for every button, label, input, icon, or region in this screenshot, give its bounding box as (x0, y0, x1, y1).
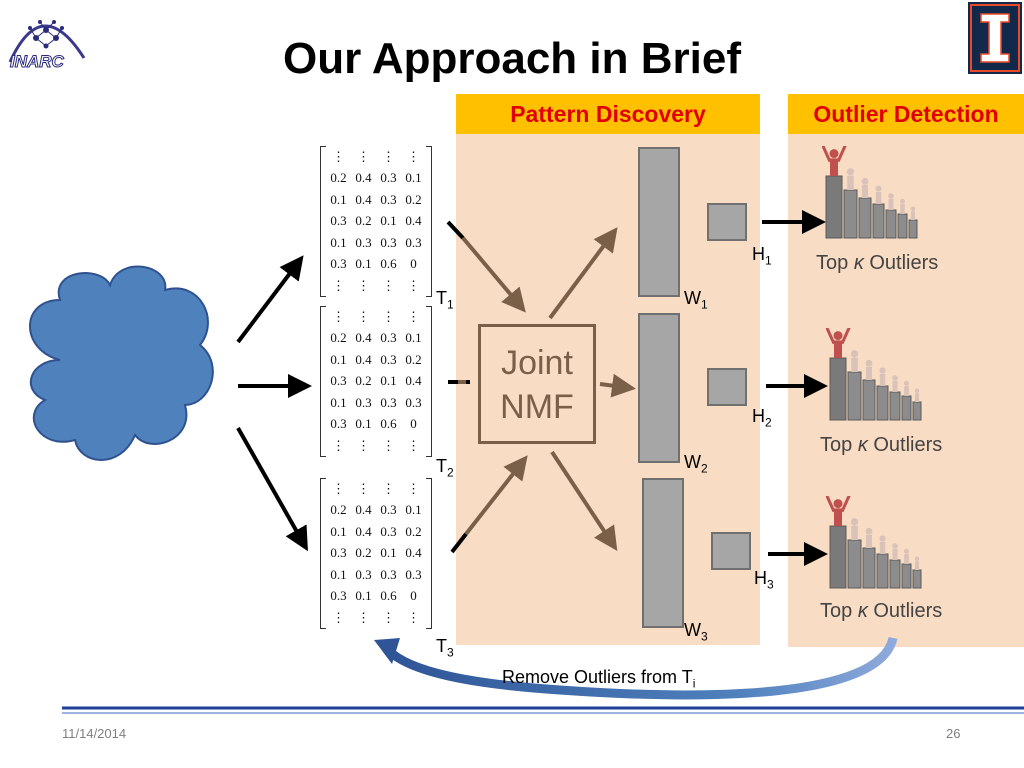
nmf-line1: Joint (501, 344, 573, 382)
label-t1: T1 (436, 288, 454, 312)
outlier-figures-icon-1 (821, 144, 938, 247)
page-title: Our Approach in Brief (283, 34, 741, 83)
logo-text: INARC (10, 52, 65, 72)
label-h2: H2 (752, 406, 772, 430)
footer-date: 11/14/2014 (62, 726, 127, 741)
top-outliers-label-2: Top κ Outliers (820, 434, 943, 456)
top-outliers-label-1: Top κ Outliers (816, 252, 939, 274)
label-w3: W3 (684, 620, 708, 644)
h2-square (707, 368, 747, 406)
arrow-to-t1 (236, 255, 304, 344)
illinois-logo (968, 2, 1022, 74)
outlier-figures-icon-3 (825, 494, 942, 597)
top-outliers-label-3: Top κ Outliers (820, 600, 943, 622)
w1-bar (638, 147, 680, 297)
outlier-figures-icon-2 (825, 326, 942, 429)
remove-outliers-label: Remove Outliers from Ti (502, 667, 696, 691)
arrow-to-t3 (236, 427, 308, 552)
outlier-detection-header: Outlier Detection (788, 94, 1024, 134)
footer-page-number: 26 (946, 726, 961, 741)
feedback-arrow (384, 636, 898, 700)
label-t3: T3 (436, 636, 454, 660)
label-h1: H1 (752, 244, 772, 268)
h1-square (707, 203, 747, 241)
label-h3: H3 (754, 568, 774, 592)
inarc-logo: INARC (2, 2, 90, 80)
pattern-discovery-header: Pattern Discovery (456, 94, 760, 134)
w2-bar (638, 313, 680, 463)
label-w1: W1 (684, 288, 708, 312)
label-w2: W2 (684, 452, 708, 476)
h3-square (711, 532, 751, 570)
label-t2: T2 (436, 456, 454, 480)
data-cloud (29, 265, 214, 461)
w3-bar (642, 478, 684, 628)
nmf-line2: NMF (500, 388, 574, 426)
joint-nmf-box: Joint NMF (478, 324, 596, 444)
